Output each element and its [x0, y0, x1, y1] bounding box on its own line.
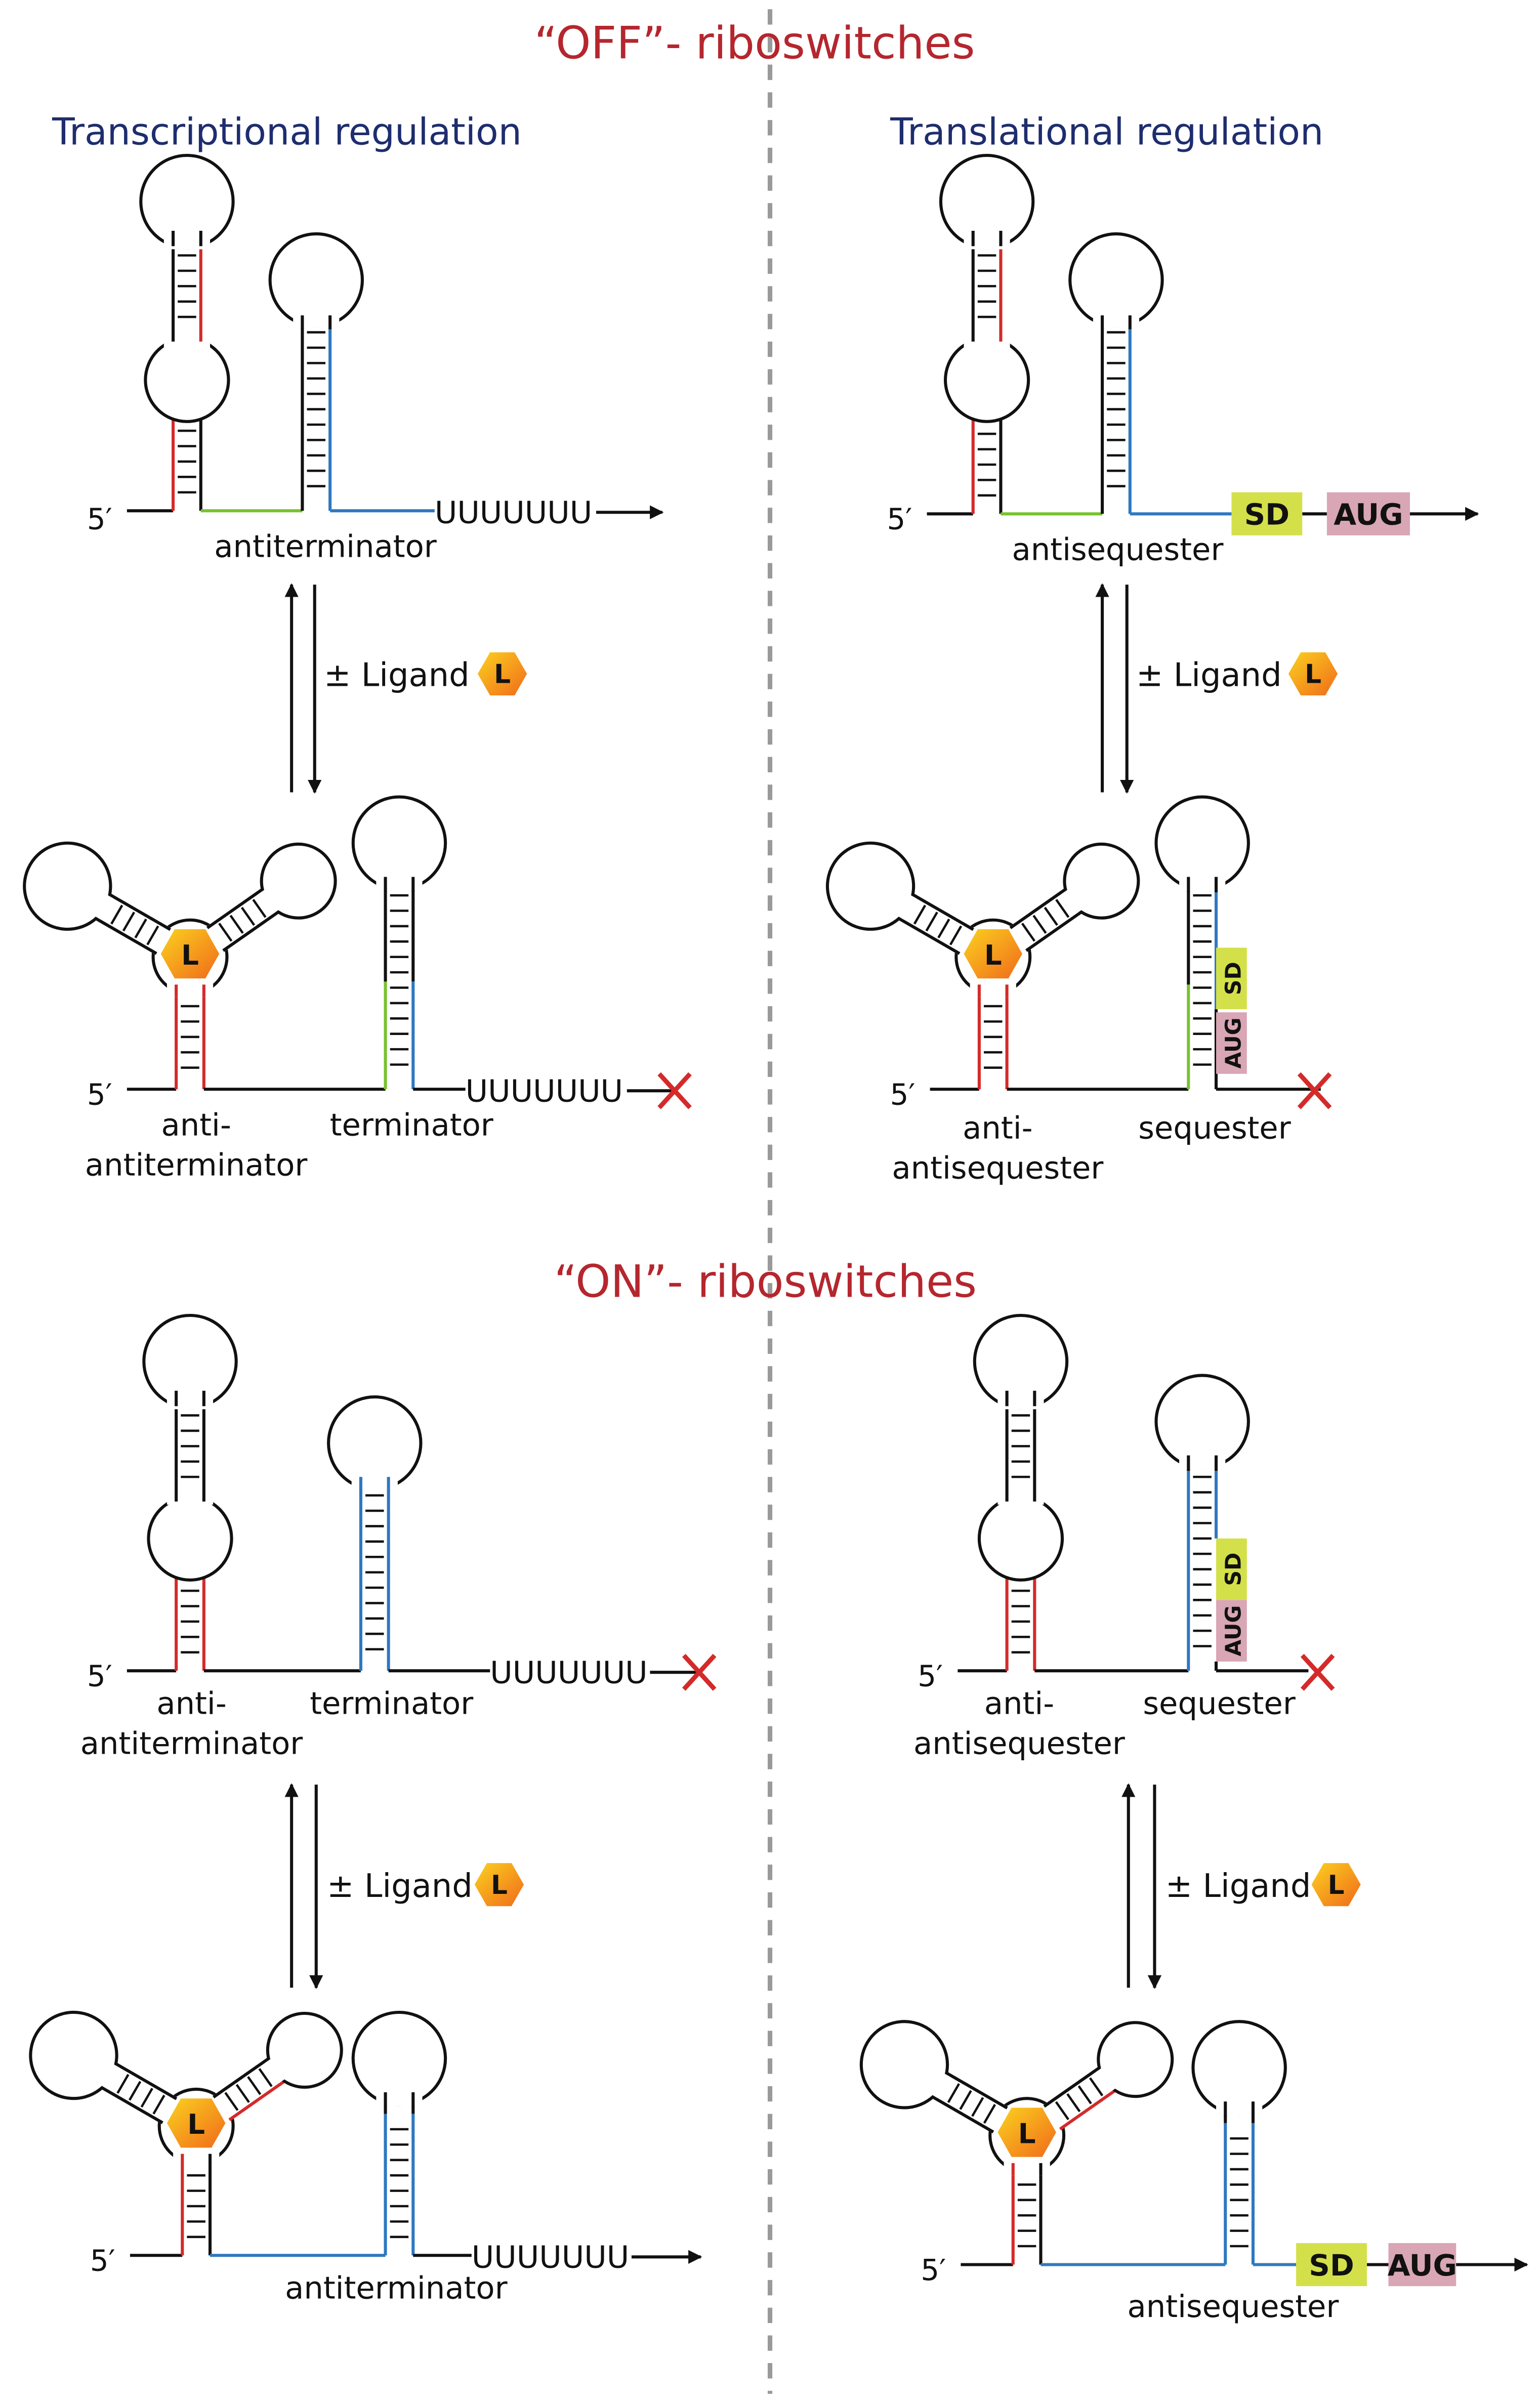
on-riboswitches-header: “ON”- riboswitches [554, 1256, 977, 1308]
on-translational-ligand-bound-structure: L [859, 2020, 1389, 2266]
off-tx-bottom-five-prime: 5′ [87, 1078, 112, 1112]
on-tx-bottom-five-prime: 5′ [90, 2244, 115, 2278]
on-tl-five-prime: 5′ [918, 1659, 943, 1693]
off-tl-bottom-aug-box: AUG [1216, 1012, 1247, 1074]
on-tx-bottom-u-tract: UUUUUUU [472, 2240, 629, 2275]
on-tl-ligand-hexagon: L [1311, 1863, 1361, 1907]
off-tl-bottom-sd-box: SD [1216, 947, 1247, 1010]
svg-text:SD: SD [1309, 2248, 1354, 2283]
on-tl-sd-box: SD [1216, 1538, 1247, 1600]
svg-text:L: L [1328, 1870, 1345, 1900]
on-transcriptional-ligand-free-structure [127, 1313, 490, 1673]
off-tx-anti-label: anti- [161, 1107, 231, 1143]
off-tx-five-prime: 5′ [87, 502, 112, 536]
svg-text:AUG: AUG [1222, 1605, 1246, 1657]
off-tl-ligand-hexagon: L [1288, 652, 1338, 695]
on-translational-ligand-free-structure [958, 1313, 1309, 1673]
off-tl-ligand-label: ± Ligand [1136, 657, 1282, 694]
on-tx-antiterminator-label: antiterminator [80, 1726, 303, 1761]
on-tl-sequester-label: sequester [1143, 1686, 1295, 1721]
svg-text:SD: SD [1244, 498, 1290, 532]
svg-text:SD: SD [1222, 1553, 1246, 1586]
on-tx-ligand-hexagon: L [474, 1863, 524, 1907]
off-tx-antiterminator-label: antiterminator [214, 529, 437, 564]
on-tx-five-prime: 5′ [87, 1659, 112, 1693]
off-transcriptional-ligand-free-structure [127, 153, 435, 513]
off-tx-u-tract: UUUUUUU [435, 495, 592, 531]
on-transcriptional-ligand-bound-structure: L [29, 2010, 472, 2257]
on-tx-anti-label: anti- [156, 1686, 226, 1721]
on-tl-aug-box: AUG [1216, 1600, 1247, 1662]
off-tl-translation-blocked-x [1297, 1072, 1332, 1109]
svg-text:L: L [181, 939, 199, 971]
transcriptional-regulation-subtitle: Transcriptional regulation [52, 111, 522, 154]
off-tl-aug-box: AUG [1326, 492, 1410, 535]
off-tl-antisequester-label-2: antisequester [892, 1150, 1103, 1186]
on-tl-antisequester-label: antisequester [913, 1726, 1125, 1761]
off-tx-terminator-label: terminator [330, 1107, 493, 1143]
svg-text:AUG: AUG [1334, 498, 1403, 532]
svg-text:L: L [1305, 659, 1321, 690]
on-tl-bottom-five-prime: 5′ [921, 2253, 946, 2287]
off-tx-ligand-label: ± Ligand [324, 657, 470, 694]
on-tl-ligand-label: ± Ligand [1166, 1868, 1311, 1905]
svg-text:AUG: AUG [1388, 2248, 1457, 2283]
on-tx-terminator-label: terminator [310, 1686, 473, 1721]
svg-text:L: L [491, 1870, 508, 1900]
on-tx-bottom-antiterminator-label: antiterminator [285, 2270, 508, 2306]
off-tl-sd-box: SD [1231, 492, 1303, 535]
off-riboswitches-header: “OFF”- riboswitches [534, 17, 975, 69]
on-tl-bottom-sd-box: SD [1296, 2243, 1367, 2287]
svg-text:L: L [187, 2108, 205, 2140]
on-tx-u-tract: UUUUUUU [490, 1655, 647, 1690]
on-tl-translation-blocked-x [1300, 1653, 1335, 1691]
on-tx-transcription-blocked-x [682, 1653, 717, 1691]
on-tl-bottom-aug-box: AUG [1388, 2243, 1457, 2287]
off-tx-antiterminator-label-2: antiterminator [85, 1147, 308, 1183]
off-tx-ligand-hexagon: L [477, 652, 527, 695]
svg-text:AUG: AUG [1222, 1017, 1246, 1068]
svg-text:SD: SD [1222, 962, 1246, 995]
on-tx-ligand-label: ± Ligand [327, 1868, 473, 1905]
off-tl-bottom-five-prime: 5′ [890, 1078, 915, 1112]
off-tl-anti-label: anti- [963, 1110, 1032, 1146]
translational-regulation-subtitle: Translational regulation [890, 111, 1323, 154]
svg-text:L: L [1018, 2117, 1036, 2149]
on-tl-anti-label: anti- [984, 1686, 1054, 1721]
off-translational-ligand-bound-structure: L [825, 795, 1321, 1091]
svg-text:L: L [984, 939, 1002, 971]
off-tl-sequester-label: sequester [1138, 1110, 1291, 1146]
off-transcriptional-ligand-bound-structure: L [23, 795, 466, 1091]
off-tx-transcription-blocked-x [657, 1072, 692, 1109]
off-tl-five-prime: 5′ [887, 502, 912, 536]
off-tl-antisequester-label: antisequester [1012, 532, 1224, 567]
off-translational-ligand-free-structure [927, 153, 1327, 516]
svg-text:L: L [494, 659, 511, 690]
off-tx-bottom-u-tract: UUUUUUU [466, 1073, 623, 1109]
on-tl-bottom-antisequester-label: antisequester [1127, 2289, 1339, 2325]
